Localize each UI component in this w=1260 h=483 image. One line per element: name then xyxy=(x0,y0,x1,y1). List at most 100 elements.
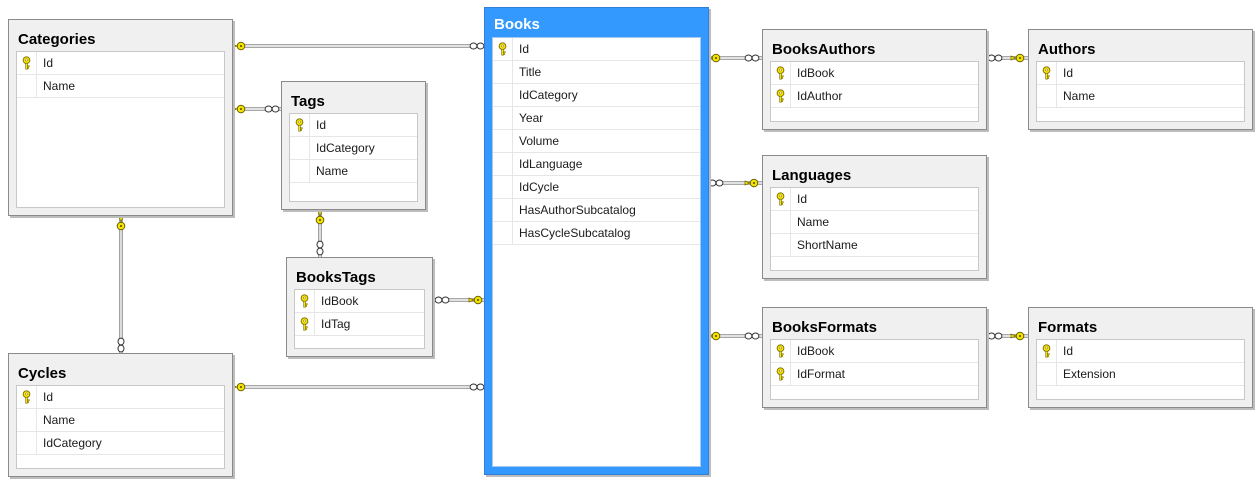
column-row[interactable]: Id xyxy=(493,38,700,61)
relationship-many-end-icon xyxy=(744,54,760,62)
column-row[interactable]: IdCategory xyxy=(493,84,700,107)
column-row[interactable]: IdTag xyxy=(295,313,424,336)
relationship-many-end-icon xyxy=(987,54,1003,62)
relationship-books-booksauthors[interactable] xyxy=(706,53,762,63)
relationship-tags-bookstags[interactable] xyxy=(315,210,325,257)
column-row[interactable]: Id xyxy=(17,52,224,75)
row-selector xyxy=(493,153,513,175)
relationship-categories-books[interactable] xyxy=(231,41,485,51)
column-row[interactable]: Id xyxy=(290,114,417,137)
column-row[interactable]: IdBook xyxy=(295,290,424,313)
table-title[interactable]: Books xyxy=(494,16,540,33)
column-row[interactable]: Id xyxy=(1037,62,1244,85)
column-name: IdCategory xyxy=(43,436,102,450)
column-row[interactable]: IdBook xyxy=(771,62,978,85)
column-row[interactable]: Extension xyxy=(1037,363,1244,386)
relationship-languages-books[interactable] xyxy=(708,178,762,188)
column-name: Year xyxy=(519,111,544,125)
column-row[interactable]: Id xyxy=(771,188,978,211)
relationship-categories-tags[interactable] xyxy=(231,104,281,114)
table-title[interactable]: Tags xyxy=(291,93,325,110)
column-row[interactable]: IdFormat xyxy=(771,363,978,386)
column-name: Name xyxy=(316,164,349,178)
row-selector xyxy=(771,234,791,256)
column-row[interactable]: HasAuthorSubcatalog xyxy=(493,199,700,222)
column-name: IdTag xyxy=(321,317,351,331)
relationship-books-bookstags[interactable] xyxy=(433,295,484,305)
column-row[interactable]: Name xyxy=(1037,85,1244,108)
column-name: Extension xyxy=(1063,367,1116,381)
relationship-formats-booksformats[interactable] xyxy=(987,331,1028,341)
column-name: IdFormat xyxy=(797,367,846,381)
table-title[interactable]: Formats xyxy=(1038,319,1098,336)
column-row[interactable]: ShortName xyxy=(771,234,978,257)
table-title[interactable]: BooksAuthors xyxy=(772,41,876,58)
relationship-many-end-icon xyxy=(434,296,450,304)
column-row[interactable]: Name xyxy=(290,160,417,183)
row-selector xyxy=(17,409,37,431)
primary-key-icon xyxy=(1037,340,1057,362)
relationship-books-booksformats[interactable] xyxy=(706,331,762,341)
column-name: Id xyxy=(1063,344,1074,358)
table-title[interactable]: Authors xyxy=(1038,41,1096,58)
row-selector xyxy=(290,160,310,182)
table-title[interactable]: Categories xyxy=(18,31,96,48)
primary-key-icon xyxy=(771,85,791,107)
relationship-authors-booksauthors[interactable] xyxy=(987,53,1028,63)
column-row[interactable]: Name xyxy=(17,75,224,98)
relationship-many-end-icon xyxy=(469,42,485,50)
primary-key-icon xyxy=(17,386,37,408)
row-selector xyxy=(17,432,37,454)
column-row[interactable]: IdLanguage xyxy=(493,153,700,176)
column-row[interactable]: IdCategory xyxy=(290,137,417,160)
column-name: IdBook xyxy=(321,294,359,308)
column-row[interactable]: Id xyxy=(1037,340,1244,363)
row-selector xyxy=(290,137,310,159)
table-title[interactable]: Languages xyxy=(772,167,852,184)
relationship-cycles-books[interactable] xyxy=(231,382,485,392)
primary-key-icon xyxy=(290,114,310,136)
column-name: IdAuthor xyxy=(797,89,843,103)
row-selector xyxy=(493,176,513,198)
column-row[interactable]: Name xyxy=(771,211,978,234)
column-row[interactable]: IdAuthor xyxy=(771,85,978,108)
relationship-key-end-icon xyxy=(231,41,246,51)
table-title[interactable]: Cycles xyxy=(18,365,67,382)
column-name: IdLanguage xyxy=(519,157,583,171)
relationship-many-end-icon xyxy=(316,240,324,256)
column-row[interactable]: Id xyxy=(17,386,224,409)
column-row[interactable]: Name xyxy=(17,409,224,432)
column-row[interactable]: IdCycle xyxy=(493,176,700,199)
column-name: Name xyxy=(43,413,76,427)
column-name: Id xyxy=(797,192,808,206)
primary-key-icon xyxy=(1037,62,1057,84)
column-row[interactable]: IdBook xyxy=(771,340,978,363)
column-name: Name xyxy=(43,79,76,93)
column-row[interactable]: Title xyxy=(493,61,700,84)
relationship-categories-cycles[interactable] xyxy=(116,216,126,353)
column-row[interactable]: Volume xyxy=(493,130,700,153)
column-row[interactable]: HasCycleSubcatalog xyxy=(493,222,700,245)
table-title[interactable]: BooksTags xyxy=(296,269,376,286)
column-row[interactable]: Year xyxy=(493,107,700,130)
column-row[interactable]: IdCategory xyxy=(17,432,224,455)
relationship-key-end-icon xyxy=(315,210,325,225)
primary-key-icon xyxy=(295,290,315,312)
table-title[interactable]: BooksFormats xyxy=(772,319,878,336)
